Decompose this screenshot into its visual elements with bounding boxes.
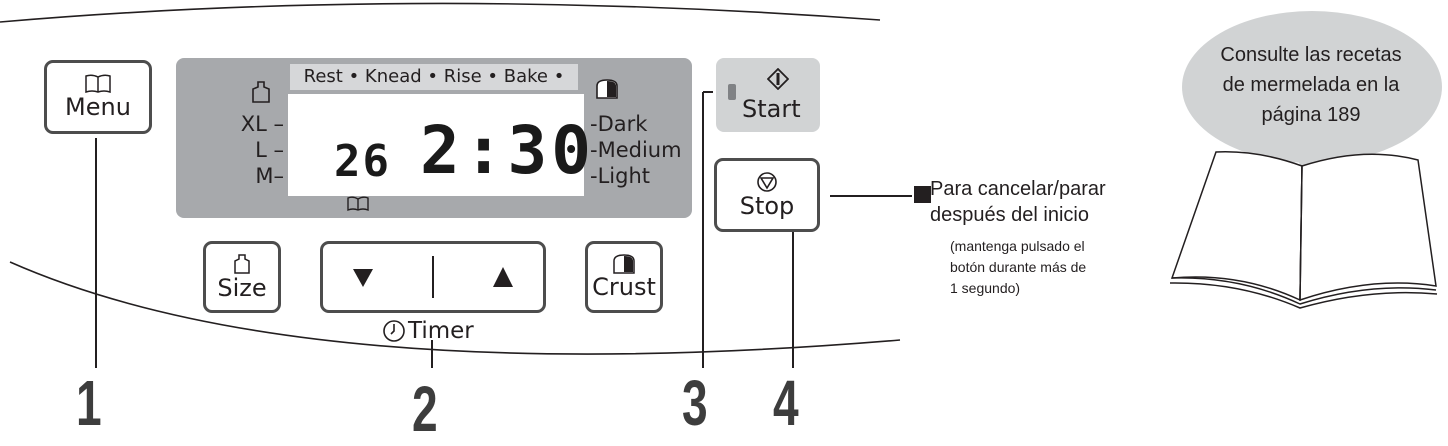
menu-book-icon-small	[347, 196, 369, 212]
panel-bottom-curve	[9, 261, 901, 355]
timer-up-button[interactable]	[491, 265, 515, 289]
stop-button-label: Stop	[739, 192, 795, 220]
crust-tick-dark: -Dark	[590, 112, 648, 136]
start-indicator-led	[728, 84, 736, 100]
callout-2: 2	[412, 373, 438, 445]
timer-label-text: Timer	[408, 318, 474, 344]
size-weight-icon	[234, 254, 250, 274]
stop-note-title: Para cancelar/parar después del inicio	[930, 176, 1106, 228]
stop-icon	[757, 172, 777, 192]
bubble-text: Consulte las recetas de mermelada en la …	[1190, 40, 1432, 130]
menu-number-readout: 26	[334, 136, 391, 187]
stop-note-line2: después del inicio	[930, 204, 1089, 226]
crust-button-label: Crust	[592, 273, 656, 301]
note-bullet	[914, 186, 931, 203]
start-icon	[767, 68, 789, 90]
stop-note-detail-line1: (mantenga pulsado el	[950, 238, 1085, 254]
start-button[interactable]: Start	[716, 58, 820, 132]
callout-4: 4	[773, 367, 799, 439]
crust-tick-medium: -Medium	[590, 138, 682, 162]
size-tick-m: M–	[255, 164, 284, 188]
size-tick-xl: XL –	[240, 112, 284, 136]
crust-tick-light: -Light	[590, 164, 650, 188]
crust-bread-icon	[613, 254, 635, 274]
stop-note-line1: Para cancelar/parar	[930, 178, 1106, 200]
stage-indicator: Rest • Knead • Rise • Bake • End	[290, 64, 578, 113]
clock-icon	[383, 320, 405, 342]
menu-button[interactable]: Menu	[44, 60, 152, 134]
timer-label: Timer	[382, 318, 474, 344]
recipe-book-icon	[1169, 151, 1438, 309]
menu-book-icon	[85, 74, 111, 94]
callout-3: 3	[682, 367, 708, 439]
timer-divider	[431, 256, 434, 298]
stop-button[interactable]: Stop	[714, 158, 820, 232]
size-tick-l: L –	[255, 138, 284, 162]
size-weight-icon	[252, 81, 270, 103]
lcd-screen	[288, 94, 584, 196]
size-button-label: Size	[217, 274, 267, 302]
crust-bread-icon	[596, 79, 618, 99]
stop-note-detail-line3: 1 segundo)	[950, 280, 1021, 296]
bubble-line1: Consulte las recetas	[1220, 44, 1402, 66]
size-button[interactable]: Size	[203, 241, 281, 313]
callout-1: 1	[76, 367, 102, 439]
stop-note-detail: (mantenga pulsado el botón durante más d…	[950, 236, 1086, 299]
crust-button[interactable]: Crust	[585, 241, 663, 313]
stop-note-detail-line2: botón durante más de	[950, 259, 1087, 275]
time-readout: 2:30	[420, 112, 595, 189]
bubble-line2: de mermelada en la	[1222, 74, 1400, 96]
timer-buttons	[320, 241, 546, 313]
start-button-label: Start	[742, 95, 801, 123]
panel-top-curve	[0, 2, 881, 23]
timer-down-button[interactable]	[351, 265, 375, 289]
bubble-line3: página 189	[1261, 104, 1361, 126]
menu-button-label: Menu	[65, 93, 131, 121]
